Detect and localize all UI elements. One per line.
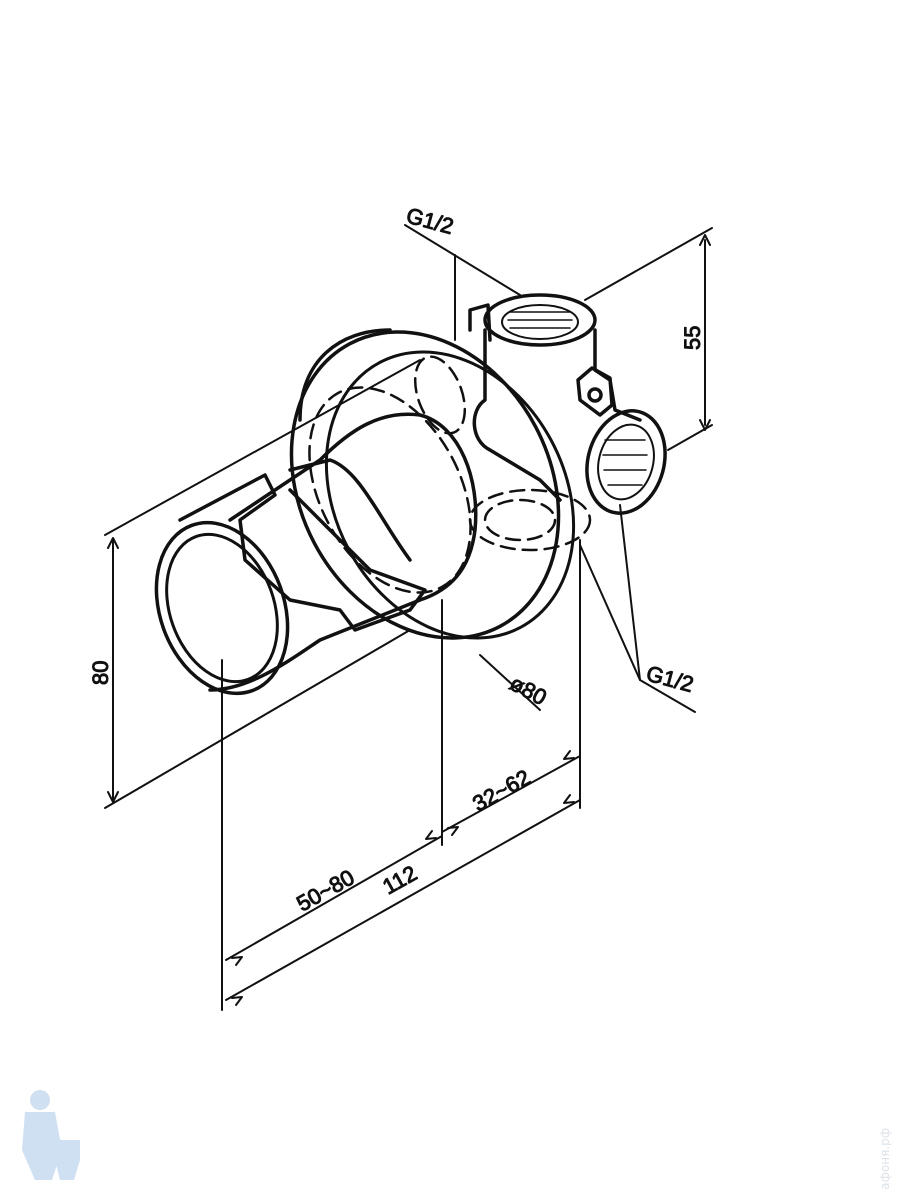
label-flange-diameter: ø80	[506, 670, 551, 710]
label-side-thread: G1/2	[644, 661, 697, 697]
handle	[154, 412, 478, 696]
label-top-thread: G1/2	[404, 203, 457, 239]
label-depth-32-62: 32~62	[468, 765, 534, 817]
dimension-lines	[104, 224, 713, 1011]
mounting-flange	[289, 328, 576, 640]
label-height-55: 55	[680, 326, 705, 350]
label-height-80: 80	[88, 661, 113, 685]
label-depth-50-80: 50~80	[292, 865, 358, 917]
valve-body	[468, 293, 667, 515]
plumber-logo	[22, 1090, 80, 1180]
hidden-lines	[308, 355, 592, 594]
watermark: афоня.рф	[878, 1128, 892, 1190]
